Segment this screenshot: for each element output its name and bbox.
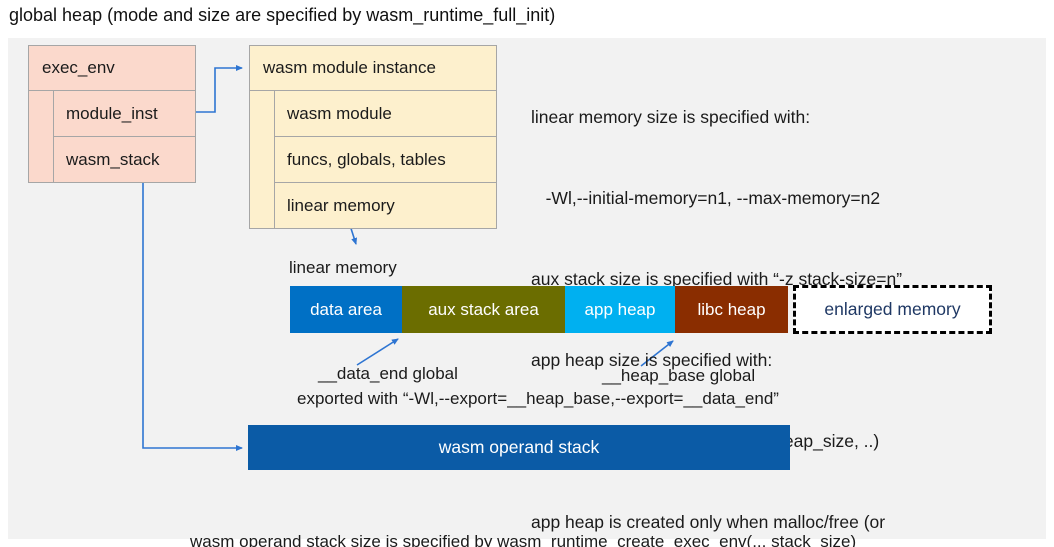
data-area-segment: data area: [290, 286, 402, 333]
note-line: wasm operand stack size is specified by …: [190, 532, 857, 547]
exec-env-row-module-inst: module_inst: [54, 91, 195, 137]
operand-stack-notes: wasm operand stack size is specified by …: [190, 479, 856, 547]
aux-stack-area-segment: aux stack area: [402, 286, 565, 333]
module-instance-row-wasm-module: wasm module: [275, 91, 496, 137]
exec-env-header: exec_env: [29, 46, 195, 91]
note-line: -Wl,--initial-memory=n1, --max-memory=n2: [531, 188, 881, 208]
module-instance-header: wasm module instance: [250, 46, 496, 91]
diagram-title: global heap (mode and size are specified…: [9, 5, 556, 25]
exec-env-row-wasm-stack: wasm_stack: [66, 149, 160, 169]
module-instance-row-linear-memory: linear memory: [287, 195, 395, 215]
note-line: linear memory size is specified with:: [531, 107, 811, 127]
exec-env-box: exec_env module_inst wasm_stack: [28, 45, 196, 183]
module-instance-box: wasm module instance wasm module funcs, …: [249, 45, 497, 229]
wasm-operand-stack-bar: wasm operand stack: [248, 425, 790, 470]
note-line: app heap is created only when malloc/fre…: [531, 512, 886, 532]
libc-heap-segment: libc heap: [675, 286, 788, 333]
exec-env-body: module_inst wasm_stack: [29, 91, 195, 182]
note-line: aux stack size is specified with “-z sta…: [531, 269, 903, 289]
export-flags-label: exported with “-Wl,--export=__heap_base,…: [297, 389, 779, 408]
linear-memory-bar: data area aux stack area app heap libc h…: [290, 286, 788, 333]
enlarged-memory-box: enlarged memory: [793, 285, 992, 334]
module-instance-body: wasm module funcs, globals, tables linea…: [250, 91, 496, 228]
data-end-global-label: __data_end global: [318, 364, 458, 383]
heap-base-global-label: __heap_base global: [602, 366, 756, 385]
module-instance-row-funcs-globals-tables: funcs, globals, tables: [275, 137, 496, 183]
note-line: app heap size is specified with:: [531, 350, 773, 370]
module-instance-left-strip: [250, 91, 275, 228]
linear-memory-label: linear memory: [289, 258, 397, 277]
app-heap-segment: app heap: [565, 286, 675, 333]
exec-env-left-strip: [29, 91, 54, 182]
